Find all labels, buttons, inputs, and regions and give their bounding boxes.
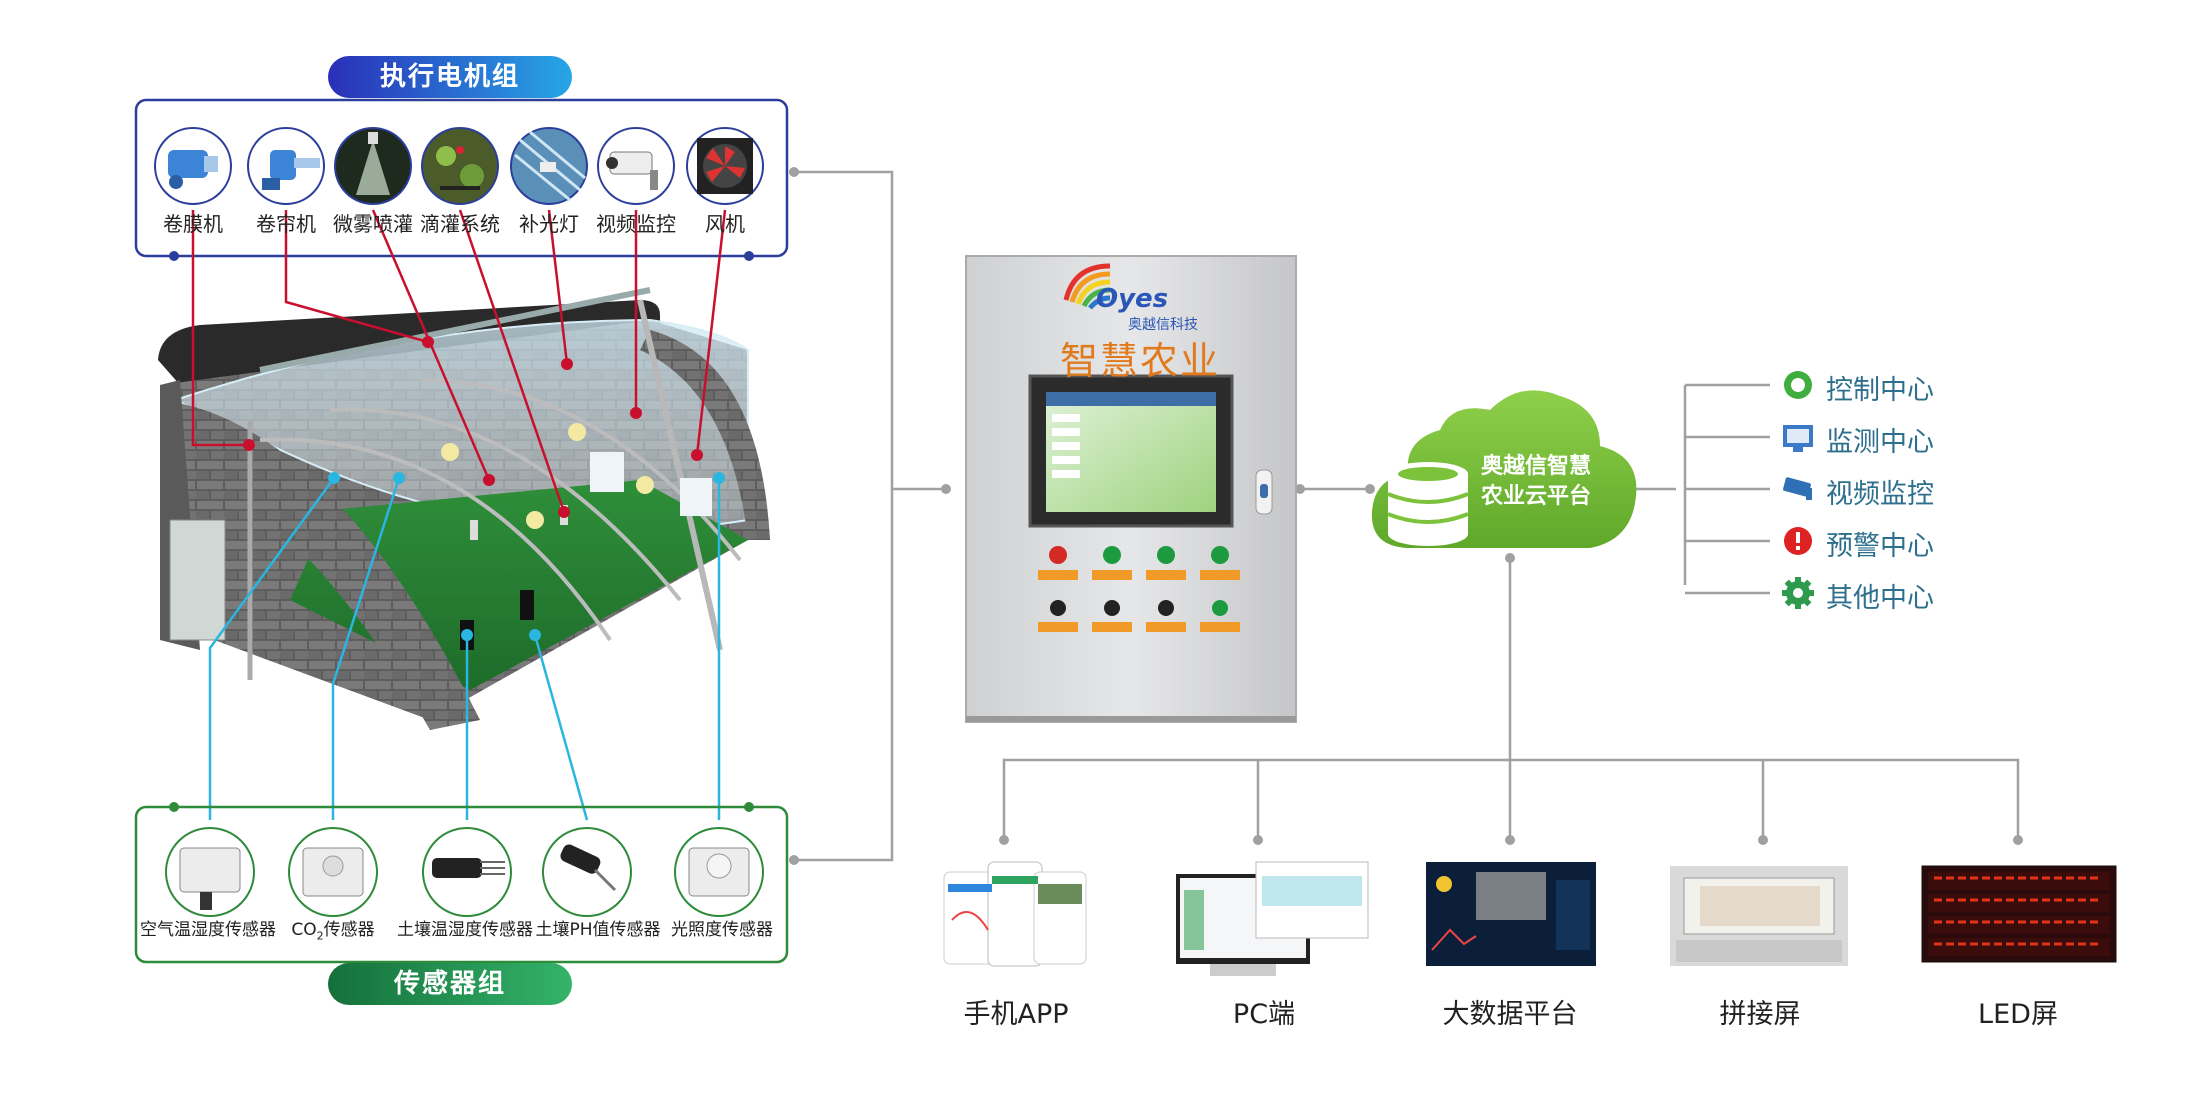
actuator-label-cctv: 视频监控: [596, 212, 676, 236]
output-mobile-app: 手机APP: [963, 999, 1069, 1030]
oyes-logo: [1063, 263, 1111, 310]
actuator-group-pill: [328, 56, 572, 98]
sensor-label-co2: CO2传感器: [291, 920, 375, 943]
sensor-label-ph: 土壤PH值传感器: [535, 920, 661, 940]
big-data-dashboard-icon: [1426, 862, 1596, 966]
cabinet-brand-cn: 奥越信科技: [1128, 317, 1198, 333]
sensor-label-soil: 土壤温湿度传感器: [397, 920, 533, 940]
cabinet-brand: Oyes: [1096, 284, 1169, 314]
air-temp-humidity-sensor-icon: [165, 827, 255, 917]
soil-ph-sensor-icon: [542, 827, 632, 917]
actuator-label-curtain-roller: 卷帘机: [256, 212, 316, 236]
actuator-label-film-roller: 卷膜机: [163, 212, 223, 236]
exhaust-fan-icon: [686, 127, 764, 205]
service-video-monitor[interactable]: 视频监控: [1826, 479, 1934, 510]
sensor-label-air: 空气温湿度传感器: [140, 920, 276, 940]
output-pc: PC端: [1232, 999, 1296, 1030]
co2-sensor-icon: [288, 827, 378, 917]
actuator-label-fan: 风机: [705, 212, 745, 236]
alert-icon: [1784, 527, 1812, 555]
actuator-group-title: 执行电机组: [379, 62, 520, 92]
indicator-lamp-green: [1103, 546, 1121, 564]
selector-knob[interactable]: [1158, 600, 1174, 616]
sensor-label-light: 光照度传感器: [671, 920, 773, 940]
cloud-platform: [1371, 390, 1637, 548]
actuator-links: [191, 209, 727, 513]
video-wall-icon: [1670, 866, 1848, 966]
start-button[interactable]: [1212, 600, 1228, 616]
output-video-wall: 拼接屏: [1719, 999, 1801, 1030]
actuator-label-grow-light: 补光灯: [519, 212, 579, 236]
hmi-screen[interactable]: [1046, 392, 1216, 512]
led-display-icon: [1921, 865, 2117, 963]
service-monitor-center[interactable]: 监测中心: [1826, 427, 1934, 458]
pc-monitor-icon: [1176, 861, 1369, 976]
output-led-screen: LED屏: [1978, 999, 2058, 1030]
gear-icon: [1782, 577, 1814, 609]
service-control-center[interactable]: 控制中心: [1826, 375, 1934, 406]
cabinet-title: 智慧农业: [1060, 339, 1221, 383]
light-sensor-icon: [674, 827, 764, 917]
indicator-lamp-red: [1049, 546, 1067, 564]
actuator-label-drip-irrigation: 滴灌系统: [420, 212, 500, 236]
control-cabinet: [965, 255, 1297, 723]
selector-knob[interactable]: [1050, 600, 1066, 616]
film-roller-icon: [154, 127, 232, 205]
output-big-data: 大数据平台: [1442, 999, 1578, 1030]
service-alert-center[interactable]: 预警中心: [1826, 531, 1934, 562]
monitor-screen-icon: [1783, 425, 1813, 452]
sensor-group-pill: [328, 963, 572, 1005]
curtain-roller-icon: [247, 127, 325, 205]
service-other-center[interactable]: 其他中心: [1826, 583, 1934, 614]
drip-irrigation-icon: [421, 127, 499, 205]
cctv-camera-icon: [597, 127, 675, 205]
cloud-platform-label: 奥越信智慧农业云平台: [1480, 454, 1591, 509]
soil-temp-humidity-sensor-icon: [422, 827, 512, 917]
indicator-lamp-green: [1157, 546, 1175, 564]
sensor-links: [208, 477, 721, 821]
actuator-group-box: [134, 98, 789, 258]
mobile-app-icon: [943, 861, 1087, 967]
control-ring-icon: [1784, 371, 1812, 399]
greenhouse-illustration: [158, 287, 770, 730]
sensor-group-title: 传感器组: [393, 969, 506, 999]
actuator-label-mist-spray: 微雾喷灌: [333, 212, 413, 236]
cctv-camera-icon: [1783, 477, 1812, 500]
sensor-group-box: [134, 805, 789, 964]
indicator-lamp-green: [1211, 546, 1229, 564]
selector-knob[interactable]: [1104, 600, 1120, 616]
grow-light-icon: [510, 127, 588, 205]
mist-spray-icon: [334, 127, 412, 205]
